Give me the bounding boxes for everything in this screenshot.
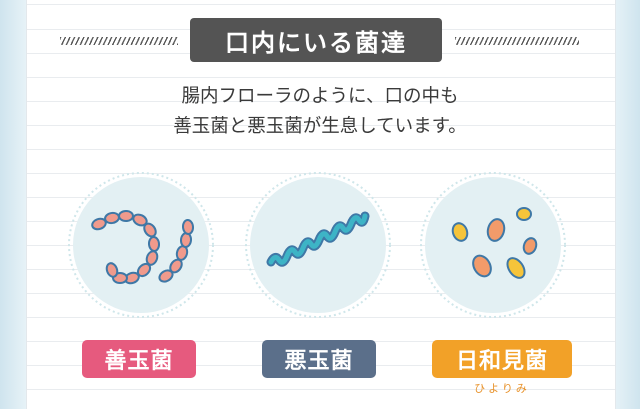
intro-line-1: 腸内フローラのように、口の中も (181, 86, 459, 107)
good-bacteria-icon (68, 172, 214, 318)
section-title: 口内にいる菌達 (190, 18, 442, 62)
good-bacteria-illustration (68, 172, 214, 318)
intro-text: 腸内フローラのように、口の中も 善玉菌と悪玉菌が生息しています。 (0, 82, 640, 142)
intro-line-2: 善玉菌と悪玉菌が生息しています。 (173, 116, 467, 137)
bad-bacteria-illustration (245, 172, 391, 318)
title-row: 口内にいる菌達 (0, 18, 640, 62)
bad-bacteria-icon (245, 172, 391, 318)
title-decoration-left (60, 37, 178, 45)
neutral-bacteria-icon (420, 172, 566, 318)
bad-bacteria-label: 悪玉菌 (262, 340, 376, 378)
neutral-bacteria-illustration (420, 172, 566, 318)
neutral-bacteria-label: 日和見菌 (432, 340, 572, 378)
title-decoration-right (455, 37, 579, 45)
good-bacteria-label: 善玉菌 (82, 340, 196, 378)
neutral-bacteria-reading: ひよりみ (474, 382, 530, 395)
